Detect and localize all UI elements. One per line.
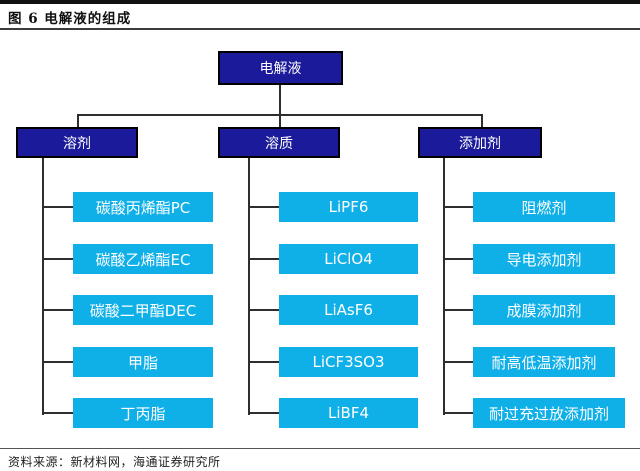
tree-node: LiAsF6 <box>279 295 418 325</box>
tree-node: LiPF6 <box>279 192 418 222</box>
connector-root-trunk <box>279 85 281 115</box>
tree-node: 耐高低温添加剂 <box>473 347 615 377</box>
tree-node: 碳酸二甲酯DEC <box>73 295 213 325</box>
connector-stub <box>443 309 473 311</box>
tree-node: LiBF4 <box>279 398 418 428</box>
tree-node: 阻燃剂 <box>473 192 615 222</box>
tree-node: 成膜添加剂 <box>473 295 615 325</box>
connector-stub <box>248 412 279 414</box>
branch-node-solute: 溶质 <box>218 127 340 158</box>
connector-stub <box>42 258 73 260</box>
tree-node: 导电添加剂 <box>473 244 615 274</box>
connector-stub <box>42 412 73 414</box>
tree-node: 甲脂 <box>73 347 213 377</box>
top-border <box>0 0 640 4</box>
connector-stub <box>42 361 73 363</box>
source-note: 资料来源：新材料网，海通证券研究所 <box>8 455 221 469</box>
connector-stub <box>248 258 279 260</box>
connector-stub <box>443 412 473 414</box>
connector-stub <box>248 206 279 208</box>
connector-stub <box>248 361 279 363</box>
connector-trunk-solvent <box>42 158 44 415</box>
connector-stub <box>443 361 473 363</box>
branch-node-solvent: 溶剂 <box>16 127 138 158</box>
tree-node: 耐过充过放添加剂 <box>473 398 625 428</box>
connector-stub <box>248 309 279 311</box>
figure-title: 图 6 电解液的组成 <box>8 11 132 27</box>
connector-stub <box>42 309 73 311</box>
branch-node-additive: 添加剂 <box>418 127 542 158</box>
connector-stub <box>42 206 73 208</box>
tree-node: 丁丙脂 <box>73 398 213 428</box>
root-node-electrolyte: 电解液 <box>218 51 343 85</box>
connector-stub <box>443 206 473 208</box>
tree-node: 碳酸乙烯酯EC <box>73 244 213 274</box>
connector-stub <box>443 258 473 260</box>
tree-node: LiClO4 <box>279 244 418 274</box>
header-divider <box>0 28 640 30</box>
connector-trunk-additive <box>443 158 445 415</box>
connector-drop-solvent <box>77 114 79 127</box>
footer-divider <box>0 448 640 449</box>
tree-node: 碳酸丙烯酯PC <box>73 192 213 222</box>
connector-drop-solute <box>279 114 281 127</box>
connector-trunk-solute <box>248 158 250 415</box>
connector-drop-additive <box>481 114 483 127</box>
tree-node: LiCF3SO3 <box>279 347 418 377</box>
